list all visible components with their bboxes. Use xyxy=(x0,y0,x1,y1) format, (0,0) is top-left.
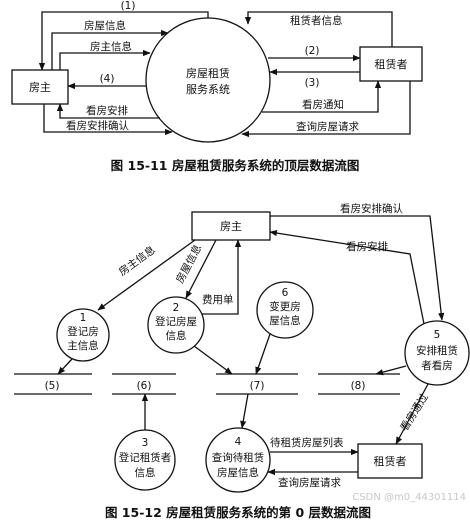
bottom-label-landlord-info: 房主信息 xyxy=(116,243,158,278)
process-5-line2: 者看房 xyxy=(421,359,453,372)
process-5-circle xyxy=(404,320,470,386)
top-label-n2: (2) xyxy=(305,45,320,57)
top-process-line1: 房屋租赁 xyxy=(186,66,230,80)
process-3-line2: 信息 xyxy=(135,466,156,479)
process-6-circle xyxy=(256,281,314,339)
process-6-number: 6 xyxy=(282,287,289,299)
flow-p6-to-store7 xyxy=(255,333,271,375)
flow-p5-to-store8 xyxy=(375,365,407,376)
flow-view-confirm xyxy=(270,215,445,321)
top-label-n3: (3) xyxy=(305,77,320,89)
bottom-tenant-label: 租赁者 xyxy=(374,454,407,468)
bottom-label-view-confirm: 看房安排确认 xyxy=(340,202,403,215)
bottom-owner-box xyxy=(191,211,271,241)
bottom-label-view-schedule: 看房安排 xyxy=(346,240,388,253)
top-tenant-label: 租赁者 xyxy=(375,57,408,71)
flow-p2-fee-bill xyxy=(202,239,242,315)
bottom-label-list-table: 待租赁房屋列表 xyxy=(270,436,344,449)
process-2-line2: 信息 xyxy=(166,329,187,342)
process-3-line1: 登记租赁者 xyxy=(119,451,172,464)
bottom-diagram-labels: 房主 租赁者 1 登记房 主信息 2 登记房屋 信息 6 变更房 屋信息 5 安… xyxy=(45,202,466,520)
process-5-line1: 安排租赁 xyxy=(416,344,458,357)
store-6-label: (6) xyxy=(137,380,152,392)
store-5 xyxy=(14,373,92,395)
top-process-circle xyxy=(145,17,271,143)
flow-p5-to-tenant xyxy=(395,383,429,445)
process-2-number: 2 xyxy=(173,302,180,314)
top-label-view-notice: 看房通知 xyxy=(302,98,344,111)
process-2-line1: 登记房屋 xyxy=(155,315,197,328)
process-1-line2: 主信息 xyxy=(67,339,99,352)
process-5-number: 5 xyxy=(434,329,441,341)
bottom-level0-diagram xyxy=(14,211,470,493)
top-tenant-box xyxy=(359,46,423,82)
process-4-line1: 查询待租赁 xyxy=(212,451,265,464)
flow-n1 xyxy=(38,11,209,71)
top-label-query-request: 查询房屋请求 xyxy=(296,120,359,133)
bottom-owner-label: 房主 xyxy=(220,220,242,233)
top-diagram-labels: (1) 房屋信息 房主信息 (4) 看房安排 看房安排确认 租赁者信息 (2) … xyxy=(29,0,408,173)
flow-view-schedule xyxy=(56,103,160,119)
top-process-line2: 服务系统 xyxy=(186,83,230,96)
top-caption: 图 15-11 房屋租赁服务系统的顶层数据流图 xyxy=(111,158,360,173)
flow-view-confirm xyxy=(43,104,173,136)
top-label-n1: (1) xyxy=(121,0,136,12)
store-5-label: (5) xyxy=(45,380,60,392)
store-8 xyxy=(318,373,400,395)
flow-owner-to-p2 xyxy=(185,239,217,299)
bottom-label-query-request: 查询房屋请求 xyxy=(278,476,341,489)
process-2-circle xyxy=(147,296,205,354)
store-7-label: (7) xyxy=(250,380,265,392)
flow-view-schedule xyxy=(269,230,425,325)
process-4-number: 4 xyxy=(235,436,242,448)
bottom-tenant-box xyxy=(357,443,423,479)
process-4-circle xyxy=(205,427,271,493)
process-1-line1: 登记房 xyxy=(67,325,99,338)
process-1-number: 1 xyxy=(80,312,87,324)
flow-view-notice xyxy=(262,80,382,113)
top-context-diagram xyxy=(11,11,423,143)
top-label-tenant-info: 租赁者信息 xyxy=(290,14,343,27)
bottom-label-view-notice: 看房通过 xyxy=(398,391,432,434)
process-1-circle xyxy=(56,308,110,362)
flow-owner-to-p1 xyxy=(97,239,196,311)
process-6-line1: 变更房 xyxy=(269,300,301,313)
flow-query-request xyxy=(241,81,411,138)
bottom-caption: 图 15-12 房屋租赁服务系统的第 0 层数据流图 xyxy=(105,505,371,520)
flow-owner-landlord-info xyxy=(59,49,151,70)
top-owner-label: 房主 xyxy=(29,81,51,94)
top-label-view-confirm: 看房安排确认 xyxy=(66,119,129,132)
flow-p2-to-store7 xyxy=(193,345,233,375)
flow-p1-to-store5 xyxy=(57,358,73,375)
watermark: CSDN @m0_44301114 xyxy=(352,492,466,503)
store-8-label: (8) xyxy=(351,380,366,392)
flow-tenant-info xyxy=(244,11,393,47)
process-3-number: 3 xyxy=(142,437,149,449)
top-label-house-info: 房屋信息 xyxy=(84,19,126,32)
flow-store7-to-p4 xyxy=(240,393,249,429)
bottom-label-house-info: 房屋信息 xyxy=(173,242,204,285)
flow-owner-house-info xyxy=(51,29,169,70)
bottom-label-fee-bill: 费用单 xyxy=(202,293,234,306)
process-6-line2: 屋信息 xyxy=(269,314,301,327)
process-4-line2: 房屋信息 xyxy=(217,466,259,479)
top-label-n4: (4) xyxy=(100,73,115,85)
top-label-view-schedule: 看房安排 xyxy=(86,104,128,117)
top-label-landlord-info: 房主信息 xyxy=(90,40,132,53)
